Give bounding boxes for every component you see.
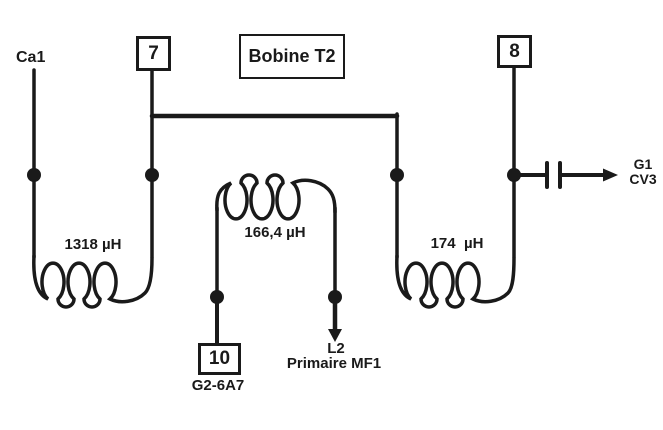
junction-dot xyxy=(390,168,404,182)
terminal-box-7: 7 xyxy=(136,36,171,71)
label-g1: G1 xyxy=(633,156,653,172)
label-coil-left-value: 1318 µH xyxy=(64,236,122,253)
coil-174uH xyxy=(395,254,516,309)
coil-1318uH xyxy=(32,254,154,309)
label-cv3: CV3 xyxy=(629,170,657,187)
title-box: Bobine T2 xyxy=(239,34,345,79)
label-ca1: Ca1 xyxy=(16,49,46,66)
label-l2: L2 xyxy=(327,340,345,357)
junction-dot xyxy=(145,168,159,182)
junction-dot xyxy=(507,168,521,182)
label-primaire-mf1: Primaire MF1 xyxy=(286,355,382,372)
label-coil-middle-value: 166,4 µH xyxy=(244,224,306,241)
label-g2-6a7: G2-6A7 xyxy=(191,377,245,394)
diagram-title: Bobine T2 xyxy=(248,46,336,66)
arrow-down-icon xyxy=(328,329,342,342)
terminal-7-label: 7 xyxy=(148,42,159,64)
terminal-box-8: 8 xyxy=(497,35,532,68)
junction-dot xyxy=(27,168,41,182)
terminal-box-10: 10 xyxy=(198,343,241,375)
terminal-10-label: 10 xyxy=(208,348,231,369)
junction-dot xyxy=(210,290,224,304)
arrow-right-icon xyxy=(603,168,618,182)
label-g1-cv3: G1 CV3 xyxy=(626,157,660,186)
junction-dot xyxy=(328,290,342,304)
label-coil-right-value: 174 µH xyxy=(430,235,484,252)
coil-166uH xyxy=(215,173,337,221)
terminal-8-label: 8 xyxy=(509,40,520,62)
